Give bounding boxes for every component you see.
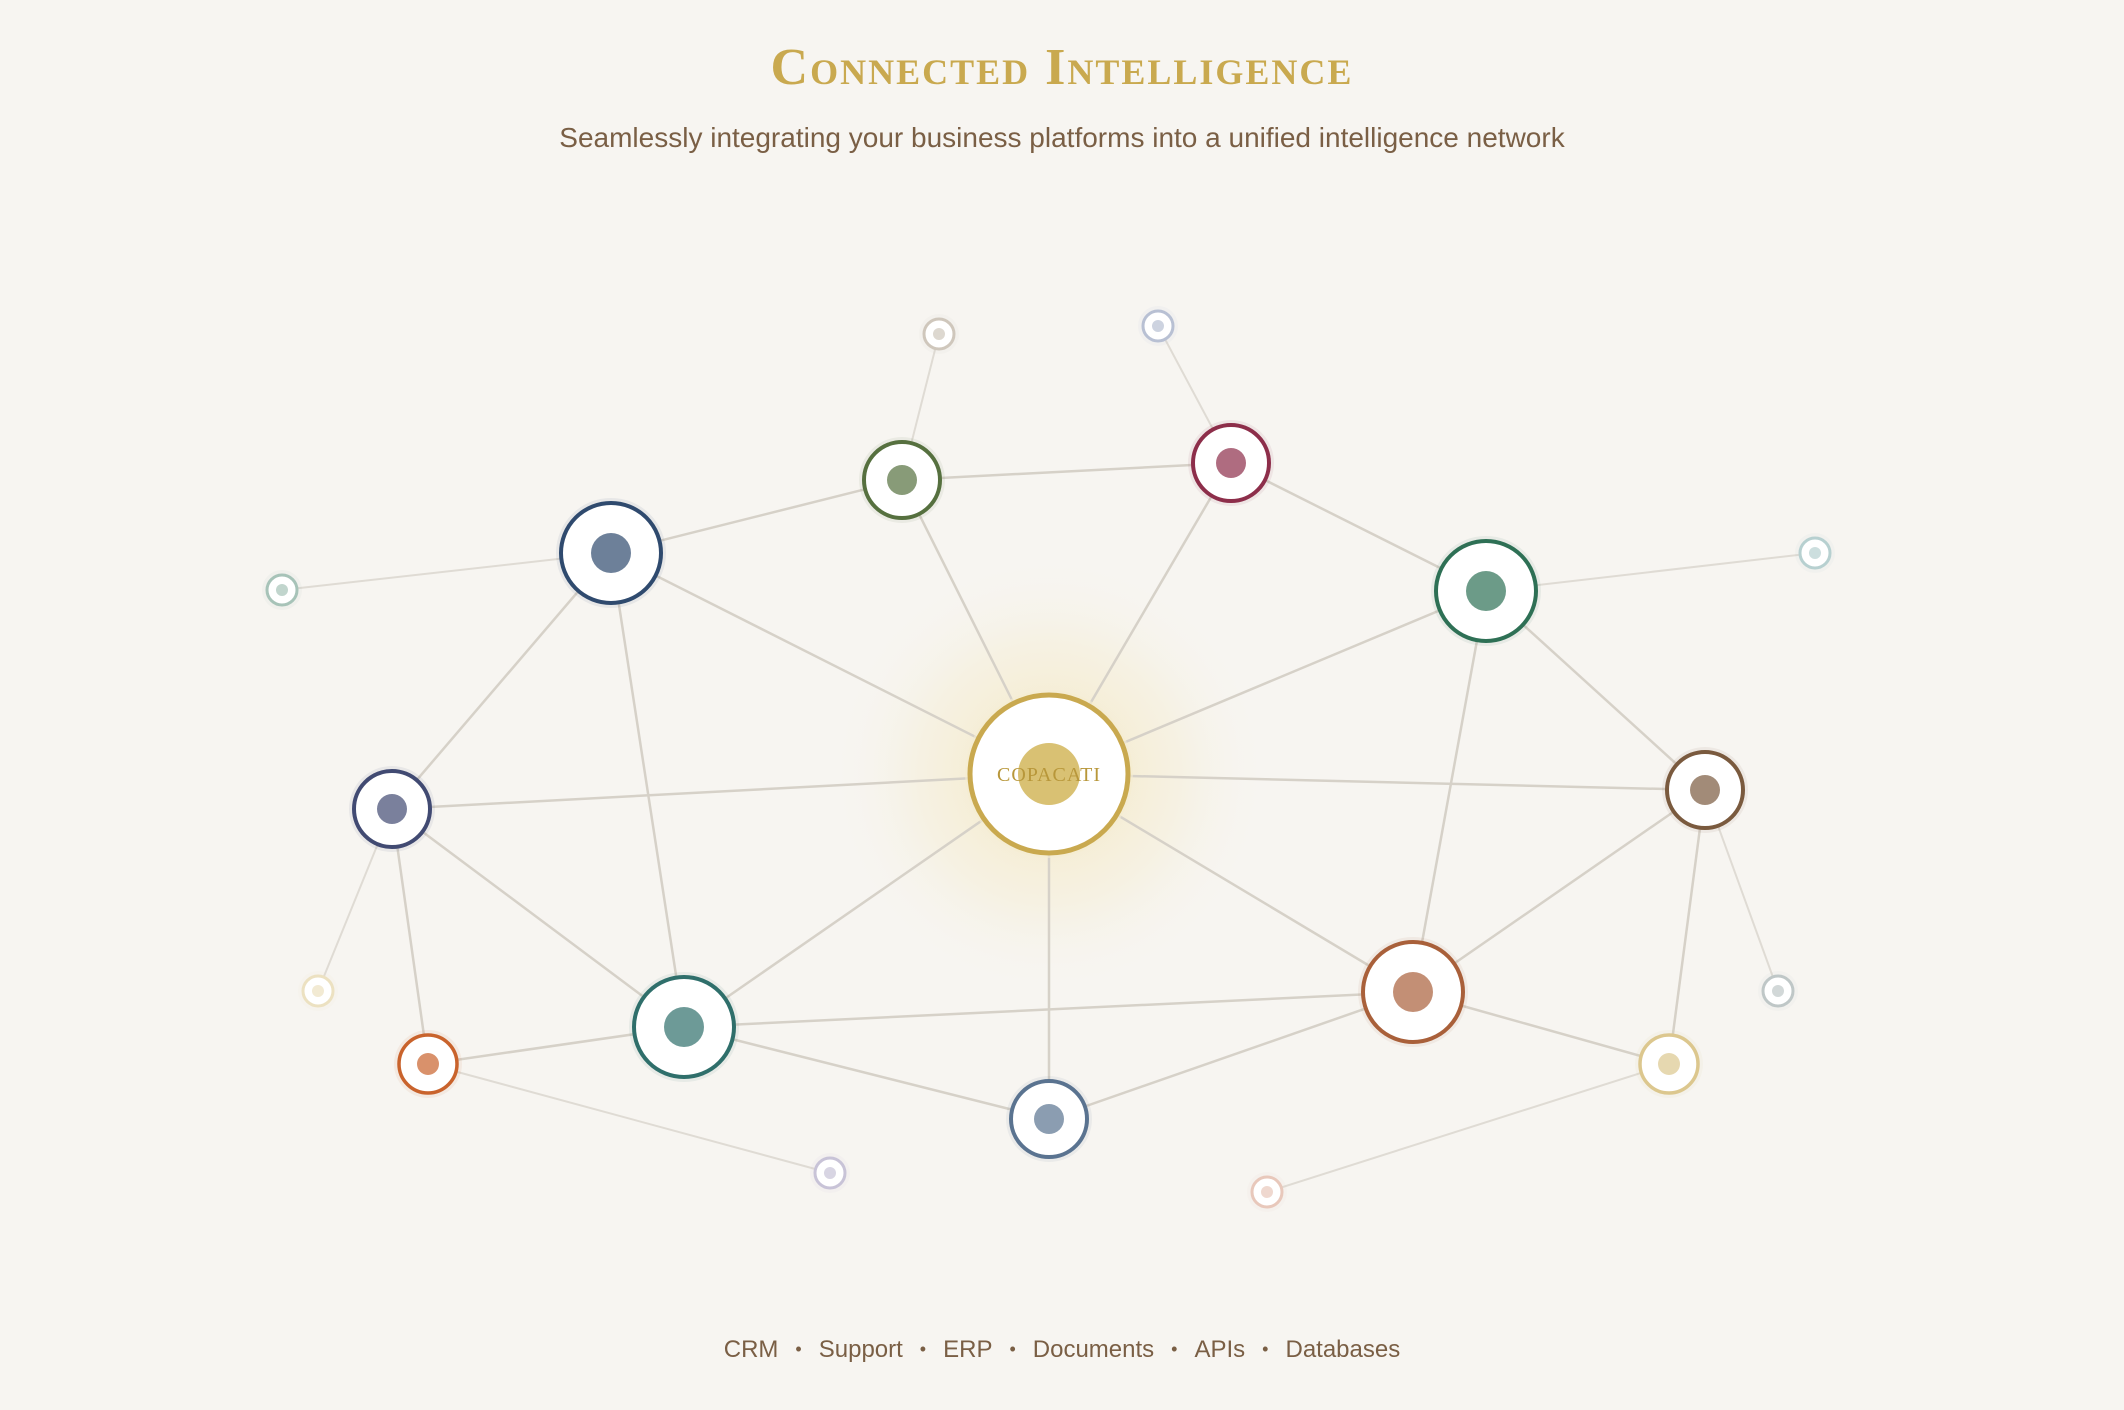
node-core bbox=[664, 1007, 704, 1047]
platform-node-n9[interactable] bbox=[1006, 1076, 1092, 1162]
hub-node[interactable]: COPACATI bbox=[965, 690, 1133, 858]
platform-node-n10[interactable] bbox=[394, 1030, 462, 1098]
platform-node-s6[interactable] bbox=[1758, 971, 1798, 1011]
node-core bbox=[1152, 320, 1164, 332]
platform-node-n8[interactable] bbox=[1358, 937, 1468, 1047]
node-core bbox=[887, 465, 917, 495]
node-core bbox=[824, 1167, 836, 1179]
platform-node-s3[interactable] bbox=[262, 570, 302, 610]
platform-node-n2[interactable] bbox=[859, 437, 945, 523]
node-core bbox=[1393, 972, 1433, 1012]
connection-line bbox=[427, 1063, 831, 1174]
node-core bbox=[1809, 547, 1821, 559]
platform-node-n5[interactable] bbox=[349, 766, 435, 852]
footer-separator: • bbox=[1171, 1339, 1178, 1359]
footer-item: Documents bbox=[1032, 1336, 1155, 1363]
platform-list: CRM • Support • ERP • Documents • APIs • Databases bbox=[0, 1336, 2124, 1364]
platform-node-s2[interactable] bbox=[1138, 306, 1178, 346]
hub-label: COPACATI bbox=[997, 764, 1101, 786]
platform-node-n11[interactable] bbox=[1635, 1030, 1703, 1098]
node-core bbox=[1690, 775, 1720, 805]
footer-separator: • bbox=[1009, 1339, 1016, 1359]
node-core bbox=[1466, 571, 1506, 611]
node-core bbox=[417, 1053, 439, 1075]
page-title: Connected Intelligence bbox=[770, 39, 1354, 96]
platform-node-n4[interactable] bbox=[1431, 536, 1541, 646]
connection-line bbox=[1485, 552, 1816, 592]
hub-core bbox=[1018, 743, 1080, 805]
footer-item: ERP bbox=[943, 1336, 993, 1363]
footer-item: Support bbox=[818, 1336, 903, 1363]
connection-line bbox=[1667, 789, 1707, 1065]
connection-line bbox=[391, 807, 685, 1029]
connection-line bbox=[391, 552, 612, 810]
node-core bbox=[312, 985, 324, 997]
node-core bbox=[591, 533, 631, 573]
platform-node-s5[interactable] bbox=[298, 971, 338, 1011]
platform-node-s8[interactable] bbox=[1247, 1172, 1287, 1212]
footer-item: Databases bbox=[1285, 1336, 1401, 1363]
node-core bbox=[1658, 1053, 1680, 1075]
platform-nodes bbox=[262, 306, 1835, 1212]
node-core bbox=[1261, 1186, 1273, 1198]
footer-separator: • bbox=[1262, 1339, 1269, 1359]
connection-line bbox=[1412, 788, 1706, 994]
connection-line bbox=[683, 990, 1414, 1029]
node-core bbox=[933, 328, 945, 340]
platform-node-n7[interactable] bbox=[629, 972, 739, 1082]
connection-line bbox=[1266, 1063, 1670, 1193]
node-core bbox=[377, 794, 407, 824]
connection-line bbox=[609, 552, 686, 1028]
node-core bbox=[276, 584, 288, 596]
platform-node-s1[interactable] bbox=[919, 314, 959, 354]
platform-node-s4[interactable] bbox=[1795, 533, 1835, 573]
node-core bbox=[1772, 985, 1784, 997]
connection-line bbox=[391, 772, 1050, 811]
platform-node-s7[interactable] bbox=[810, 1153, 850, 1193]
footer-item: APIs bbox=[1194, 1336, 1246, 1363]
connection-line bbox=[1411, 590, 1488, 993]
connection-line bbox=[683, 1025, 1050, 1121]
connection-line bbox=[390, 808, 430, 1065]
footer-separator: • bbox=[919, 1339, 927, 1359]
connection-line bbox=[1048, 990, 1414, 1121]
footer-separator: • bbox=[795, 1339, 802, 1359]
node-core bbox=[1034, 1104, 1064, 1134]
connection-line bbox=[1048, 772, 1706, 792]
platform-node-n3[interactable] bbox=[1188, 420, 1274, 506]
platform-node-n6[interactable] bbox=[1662, 747, 1748, 833]
footer-item: CRM bbox=[723, 1336, 779, 1363]
connection-line bbox=[281, 552, 612, 591]
page-subtitle: Seamlessly integrating your business pla… bbox=[559, 122, 1565, 153]
connection-line bbox=[901, 461, 1232, 482]
platform-node-n1[interactable] bbox=[556, 498, 666, 608]
node-core bbox=[1216, 448, 1246, 478]
